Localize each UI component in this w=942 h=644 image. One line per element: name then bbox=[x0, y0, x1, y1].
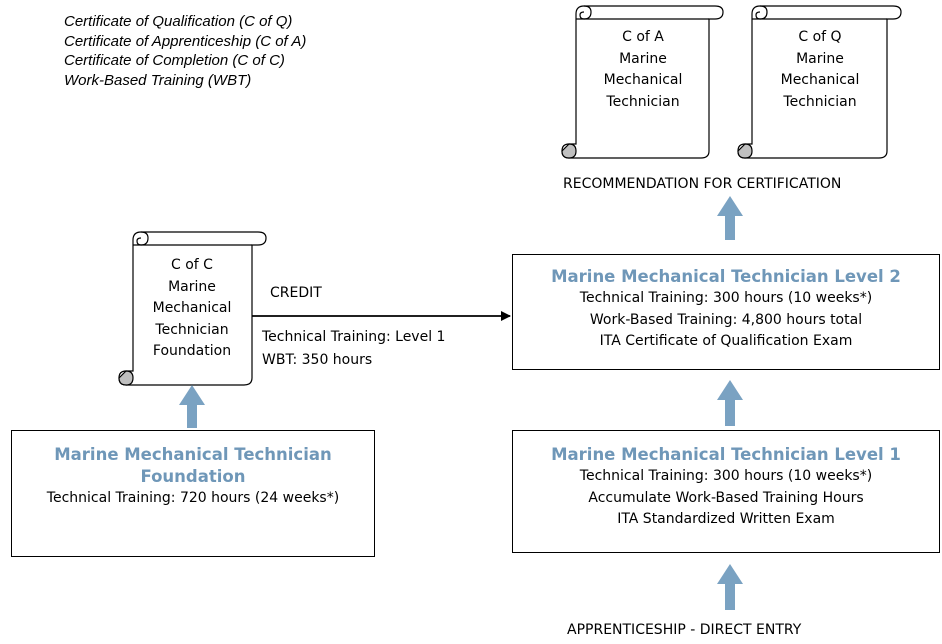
certificate-line: Technician bbox=[783, 93, 857, 110]
up-arrow-icon bbox=[717, 380, 743, 426]
certificate-line: Marine bbox=[796, 50, 844, 67]
certificate-line: Mechanical bbox=[780, 72, 860, 88]
level-1-line: Accumulate Work-Based Training Hours bbox=[588, 489, 864, 506]
scroll-icon bbox=[118, 231, 267, 386]
credit-label: CREDIT bbox=[270, 285, 322, 301]
certificate-title: C of C bbox=[171, 257, 213, 273]
level-1-line: Technical Training: 300 hours (10 weeks*… bbox=[579, 468, 873, 484]
legend-item: Certificate of Completion (C of C) bbox=[64, 52, 285, 69]
scroll-icon bbox=[737, 5, 902, 159]
certificate-c-of-q: C of Q Marine Mechanical Technician bbox=[760, 27, 880, 113]
certificate-title: C of Q bbox=[798, 29, 842, 45]
legend: Certificate of Qualification (C of Q) Ce… bbox=[64, 12, 306, 90]
certificate-line: Marine bbox=[168, 278, 216, 295]
certificate-title: C of A bbox=[622, 29, 664, 45]
level-2-box: Marine Mechanical Technician Level 2 Tec… bbox=[512, 254, 940, 370]
credit-detail: WBT: 350 hours bbox=[262, 352, 373, 368]
level-1-box: Marine Mechanical Technician Level 1 Tec… bbox=[512, 430, 940, 553]
level-1-line: ITA Standardized Written Exam bbox=[617, 511, 835, 527]
credit-detail: Technical Training: Level 1 bbox=[262, 329, 446, 345]
entry-label: APPRENTICESHIP - DIRECT ENTRY bbox=[567, 622, 802, 638]
certificate-line: Foundation bbox=[152, 343, 232, 359]
up-arrow-icon bbox=[717, 564, 743, 610]
certificate-c-of-a: C of A Marine Mechanical Technician bbox=[584, 27, 702, 113]
level-2-line: Work-Based Training: 4,800 hours total bbox=[589, 311, 863, 328]
certificate-line: Mechanical bbox=[603, 72, 683, 88]
certificate-line: Technician bbox=[155, 321, 229, 338]
legend-item: Certificate of Apprenticeship (C of A) bbox=[64, 32, 307, 50]
legend-item: Certificate of Qualification (C of Q) bbox=[64, 13, 293, 30]
legend-item: Work-Based Training (WBT) bbox=[64, 71, 252, 89]
level-2-line: ITA Certificate of Qualification Exam bbox=[599, 333, 853, 349]
level-2-title: Marine Mechanical Technician Level 2 bbox=[551, 267, 901, 286]
level-2-line: Technical Training: 300 hours (10 weeks*… bbox=[579, 290, 873, 306]
level-1-title: Marine Mechanical Technician Level 1 bbox=[551, 445, 901, 464]
certificate-c-of-c: C of C Marine Mechanical Technician Foun… bbox=[138, 255, 246, 363]
foundation-title: Foundation bbox=[140, 467, 246, 486]
certificate-line: Technician bbox=[606, 93, 680, 110]
certificate-line: Mechanical bbox=[152, 300, 232, 316]
recommendation-label: RECOMMENDATION FOR CERTIFICATION bbox=[563, 176, 842, 192]
scroll-icon bbox=[561, 5, 724, 159]
foundation-title: Marine Mechanical Technician bbox=[54, 445, 332, 464]
certificate-line: Marine bbox=[619, 50, 667, 67]
foundation-box: Marine Mechanical Technician Foundation … bbox=[11, 430, 375, 557]
foundation-line: Technical Training: 720 hours (24 weeks*… bbox=[46, 490, 340, 506]
up-arrow-icon bbox=[179, 385, 205, 428]
up-arrow-icon bbox=[717, 196, 743, 240]
